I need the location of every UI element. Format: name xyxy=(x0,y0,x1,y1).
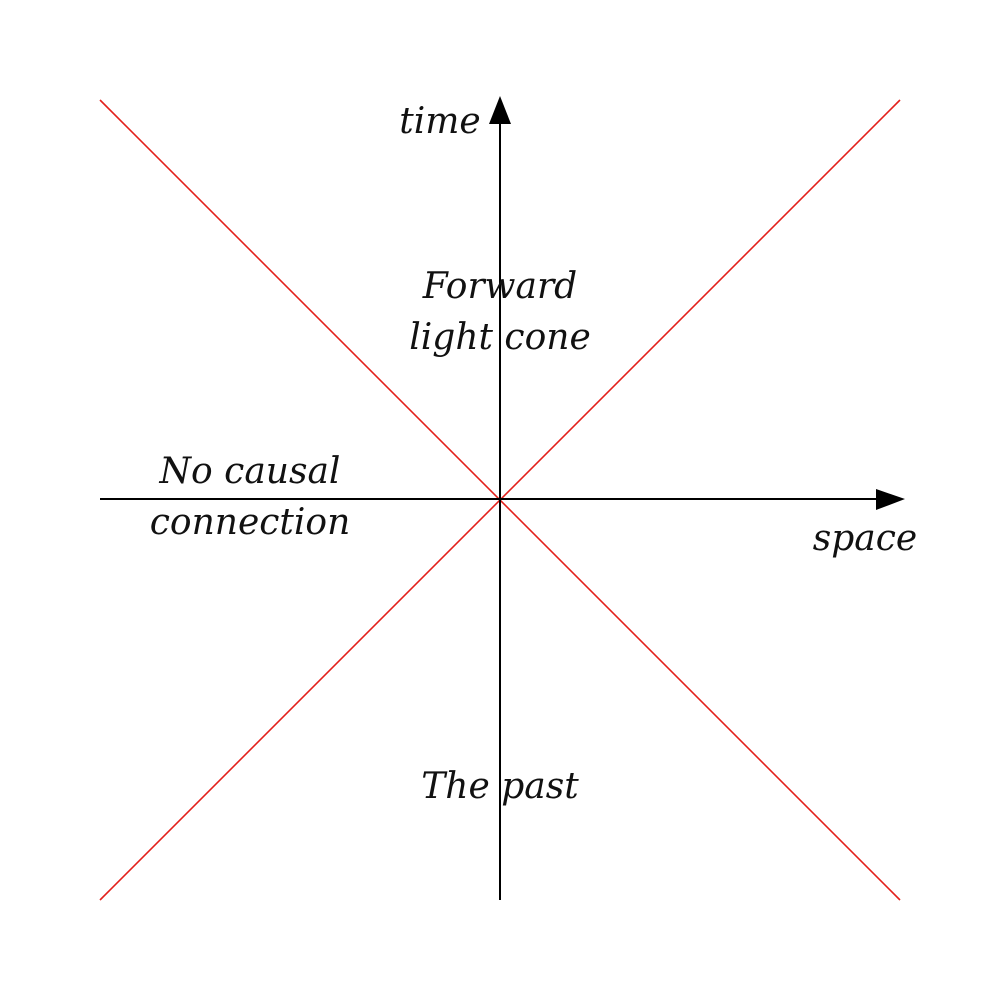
space-axis-arrowhead xyxy=(876,489,905,510)
elsewhere-region-label-line2: connection xyxy=(150,502,351,543)
time-axis-arrowhead xyxy=(489,96,511,124)
elsewhere-region-label-line1: No causal xyxy=(159,451,341,492)
future-region-label-line2: light cone xyxy=(409,317,591,358)
time-axis-label: time xyxy=(399,101,480,142)
future-region-label-line1: Forward xyxy=(422,266,577,307)
past-region-label: The past xyxy=(421,766,579,807)
space-axis-label: space xyxy=(813,518,917,559)
